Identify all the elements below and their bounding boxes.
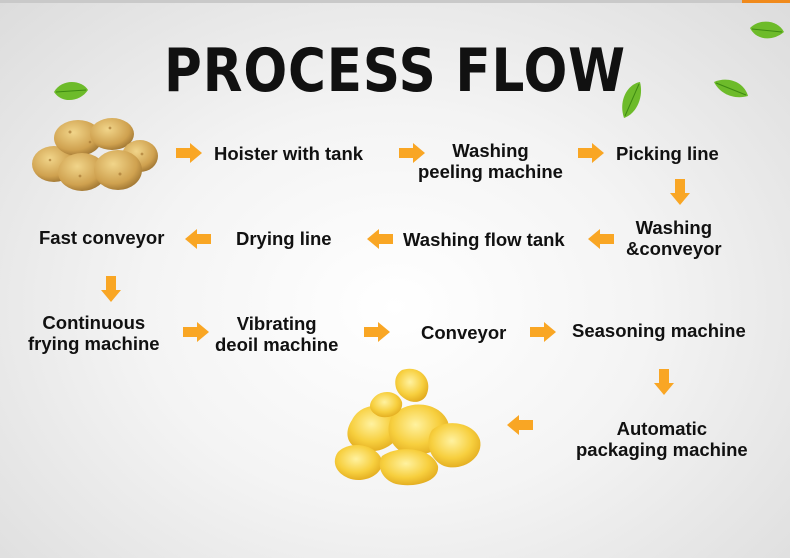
leaf-icon [54, 82, 88, 101]
step-drying-line-line1: Drying line [236, 228, 332, 249]
step-fast-conveyor: Fast conveyor [39, 227, 164, 248]
step-vibrating-deoil-line1: Vibrating [236, 313, 317, 334]
step-hoister-line1: Hoister with tank [214, 143, 364, 164]
arrow-right-icon [530, 322, 556, 342]
arrow-down-icon [101, 276, 121, 302]
arrow-left-icon [507, 415, 533, 435]
leaf-icon [750, 21, 784, 39]
step-washing-peeling-line1: Washing [452, 140, 529, 161]
step-automatic-packaging-line2: packaging machine [576, 439, 748, 460]
step-fast-conveyor-line1: Fast conveyor [39, 227, 165, 248]
step-washing-conveyor-line1: Washing [635, 217, 713, 238]
step-vibrating-deoil-line2: deoil machine [215, 334, 339, 355]
top-accent [742, 0, 790, 3]
step-vibrating-deoil: Vibrating deoil machine [215, 313, 338, 355]
step-washing-peeling-line2: peeling machine [418, 161, 563, 182]
step-picking: Picking line [616, 143, 719, 164]
arrow-right-icon [364, 322, 390, 342]
step-hoister: Hoister with tank [214, 143, 363, 164]
step-continuous-frying-line2: frying machine [28, 333, 160, 354]
step-washing-conveyor-line2: &conveyor [626, 238, 722, 259]
step-picking-line1: Picking line [616, 143, 719, 164]
step-washing-peeling: Washing peeling machine [418, 140, 563, 182]
step-automatic-packaging-line1: Automatic [616, 418, 708, 439]
arrow-right-icon [399, 143, 425, 163]
potatoes-image [32, 118, 158, 191]
leaf-icon [622, 82, 642, 118]
step-seasoning-line1: Seasoning machine [572, 320, 746, 341]
step-continuous-frying: Continuous frying machine [28, 312, 160, 354]
page-title: PROCESS FLOW [164, 36, 626, 106]
step-conveyor-line1: Conveyor [421, 322, 507, 343]
arrow-left-icon [367, 229, 393, 249]
arrow-left-icon [185, 229, 211, 249]
arrow-right-icon [578, 143, 604, 163]
step-conveyor: Conveyor [421, 322, 506, 343]
step-drying-line: Drying line [236, 228, 332, 249]
top-border [0, 0, 790, 3]
arrow-right-icon [183, 322, 209, 342]
step-washing-flow-tank-line1: Washing flow tank [403, 229, 565, 250]
leaf-icon [714, 79, 748, 98]
step-seasoning: Seasoning machine [572, 320, 746, 341]
step-washing-conveyor: Washing &conveyor [626, 217, 722, 259]
potato-chips-image [334, 368, 481, 486]
arrow-down-icon [670, 179, 690, 205]
arrow-down-icon [654, 369, 674, 395]
step-continuous-frying-line1: Continuous [42, 312, 146, 333]
arrow-right-icon [176, 143, 202, 163]
step-washing-flow-tank: Washing flow tank [403, 229, 565, 250]
step-automatic-packaging: Automatic packaging machine [576, 418, 748, 460]
arrow-left-icon [588, 229, 614, 249]
